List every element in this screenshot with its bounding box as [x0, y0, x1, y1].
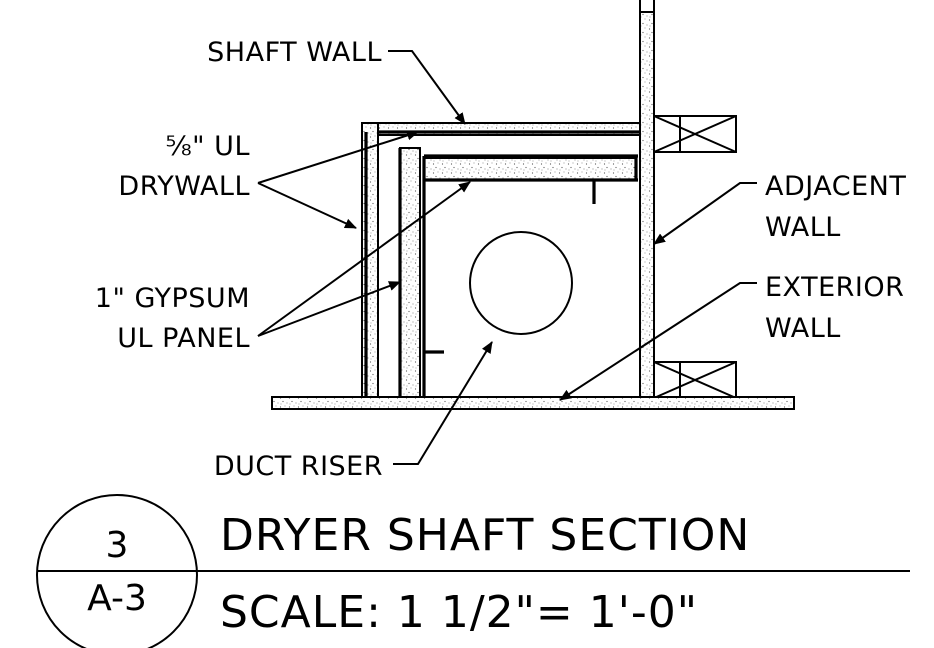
drawing-scale: SCALE: 1 1/2"= 1'-0" [220, 587, 698, 638]
leader-shaft-wall [388, 50, 466, 125]
drawing-title: DRYER SHAFT SECTION [220, 510, 750, 561]
label-gypsum-line1: 1" GYPSUM [95, 283, 250, 314]
gypsum-panel-top [423, 157, 637, 181]
leader-exterior-wall [559, 282, 757, 401]
duct-riser-circle [469, 231, 573, 335]
label-exterior-line2: WALL [765, 313, 841, 344]
label-exterior-line1: EXTERIOR [765, 272, 904, 303]
label-adjacent-line1: ADJACENT [765, 171, 906, 202]
label-ul-drywall-line1: ⅝" UL [166, 131, 250, 162]
leader-adjacent-wall [653, 182, 757, 245]
detail-bubble [36, 494, 198, 648]
exterior-wall [271, 396, 795, 410]
label-adjacent-line2: WALL [765, 212, 841, 243]
leader-gypsum [257, 181, 471, 337]
label-gypsum-line2: UL PANEL [117, 323, 250, 354]
detail-number: 3 [106, 525, 129, 566]
gypsum-panel-left [399, 147, 421, 398]
label-ul-drywall-line2: DRYWALL [118, 171, 250, 202]
leader-duct-riser [393, 341, 493, 465]
label-duct-riser: DUCT RISER [214, 451, 383, 482]
title-block: 3 A-3 DRYER SHAFT SECTION SCALE: 1 1/2"=… [36, 494, 910, 648]
label-shaft-wall: SHAFT WALL [207, 37, 382, 68]
leader-ul-drywall [257, 130, 419, 229]
framing-box-top [653, 115, 737, 153]
framing-box-bottom [653, 361, 737, 399]
sheet-number: A-3 [87, 578, 147, 619]
